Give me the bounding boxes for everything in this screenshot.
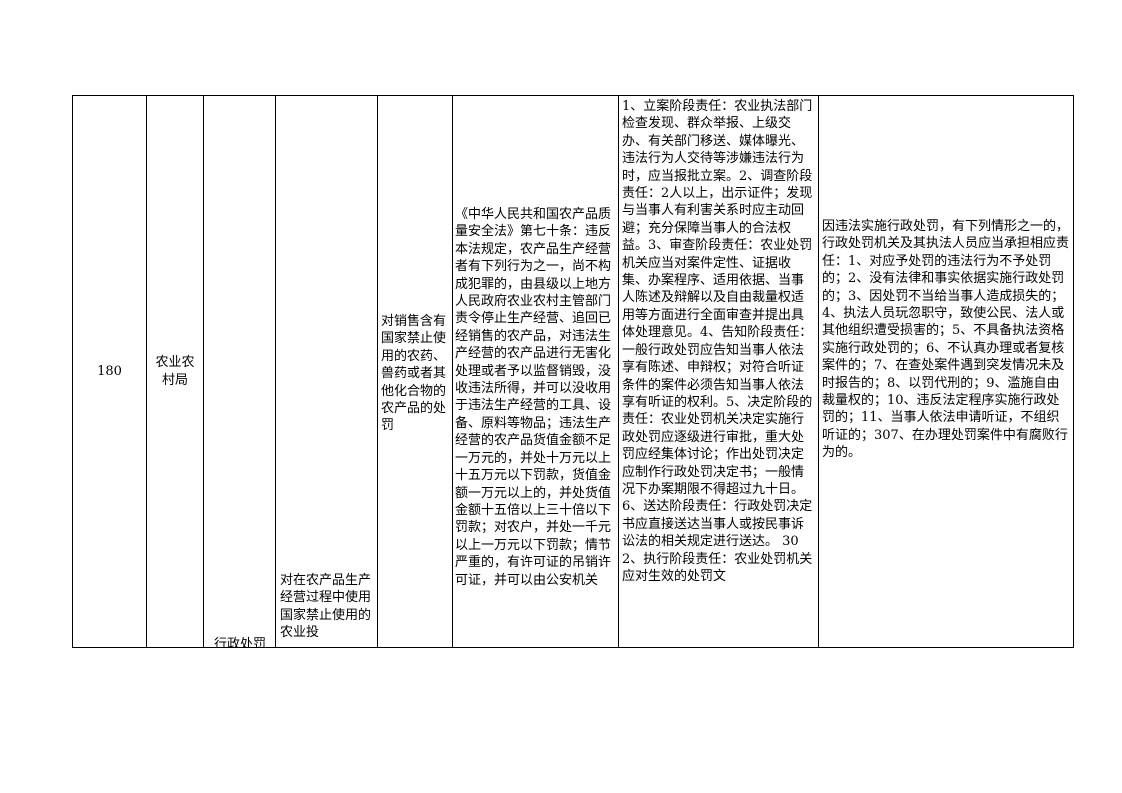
responsibilities-text: 1、立案阶段责任：农业执法部门检查发现、群众举报、上级交办、有关部门移送、媒体曝… bbox=[622, 99, 813, 584]
col-border-parent-item bbox=[377, 95, 378, 648]
col-border-legal-basis bbox=[618, 95, 619, 648]
sub-item-text: 对销售含有国家禁止使用的农药、兽药或者其他化合物的农产品的处罚 bbox=[381, 314, 447, 434]
sub-item-cell: 对销售含有国家禁止使用的农药、兽药或者其他化合物的农产品的处罚 bbox=[378, 96, 452, 647]
row-number: 180 bbox=[97, 363, 122, 379]
table-top-border bbox=[72, 95, 1074, 96]
legal-basis-text: 《中华人民共和国农产品质量安全法》第七十条：违反本法规定，农产品生产经营者有下列… bbox=[455, 207, 612, 588]
col-border-department bbox=[203, 95, 204, 648]
row-number-cell: 180 bbox=[73, 96, 146, 647]
category-text: 行政处罚 bbox=[214, 637, 267, 647]
parent-item-text: 对在农产品生产经营过程中使用国家禁止使用的农业投 bbox=[280, 573, 372, 641]
table-bottom-border bbox=[72, 647, 1074, 648]
parent-item-cell: 对在农产品生产经营过程中使用国家禁止使用的农业投 bbox=[276, 96, 377, 647]
accountability-text: 因违法实施行政处罚，有下列情形之一的，行政处罚机关及其执法人员应当承担相应责任：… bbox=[822, 219, 1070, 461]
col-border-sub-item bbox=[452, 95, 453, 648]
department-cell: 农业农村局 bbox=[147, 96, 203, 647]
responsibilities-cell: 1、立案阶段责任：农业执法部门检查发现、群众举报、上级交办、有关部门移送、媒体曝… bbox=[619, 96, 818, 647]
col-border-left bbox=[72, 95, 73, 648]
department-name: 农业农村局 bbox=[155, 355, 195, 388]
accountability-cell: 因违法实施行政处罚，有下列情形之一的，行政处罚机关及其执法人员应当承担相应责任：… bbox=[819, 96, 1073, 647]
legal-basis-cell: 《中华人民共和国农产品质量安全法》第七十条：违反本法规定，农产品生产经营者有下列… bbox=[453, 96, 618, 647]
category-cell: 行政处罚 bbox=[204, 96, 275, 647]
col-border-right bbox=[1073, 95, 1074, 648]
col-border-category bbox=[275, 95, 276, 648]
col-border-number bbox=[146, 95, 147, 648]
col-border-responsibilities bbox=[818, 95, 819, 648]
